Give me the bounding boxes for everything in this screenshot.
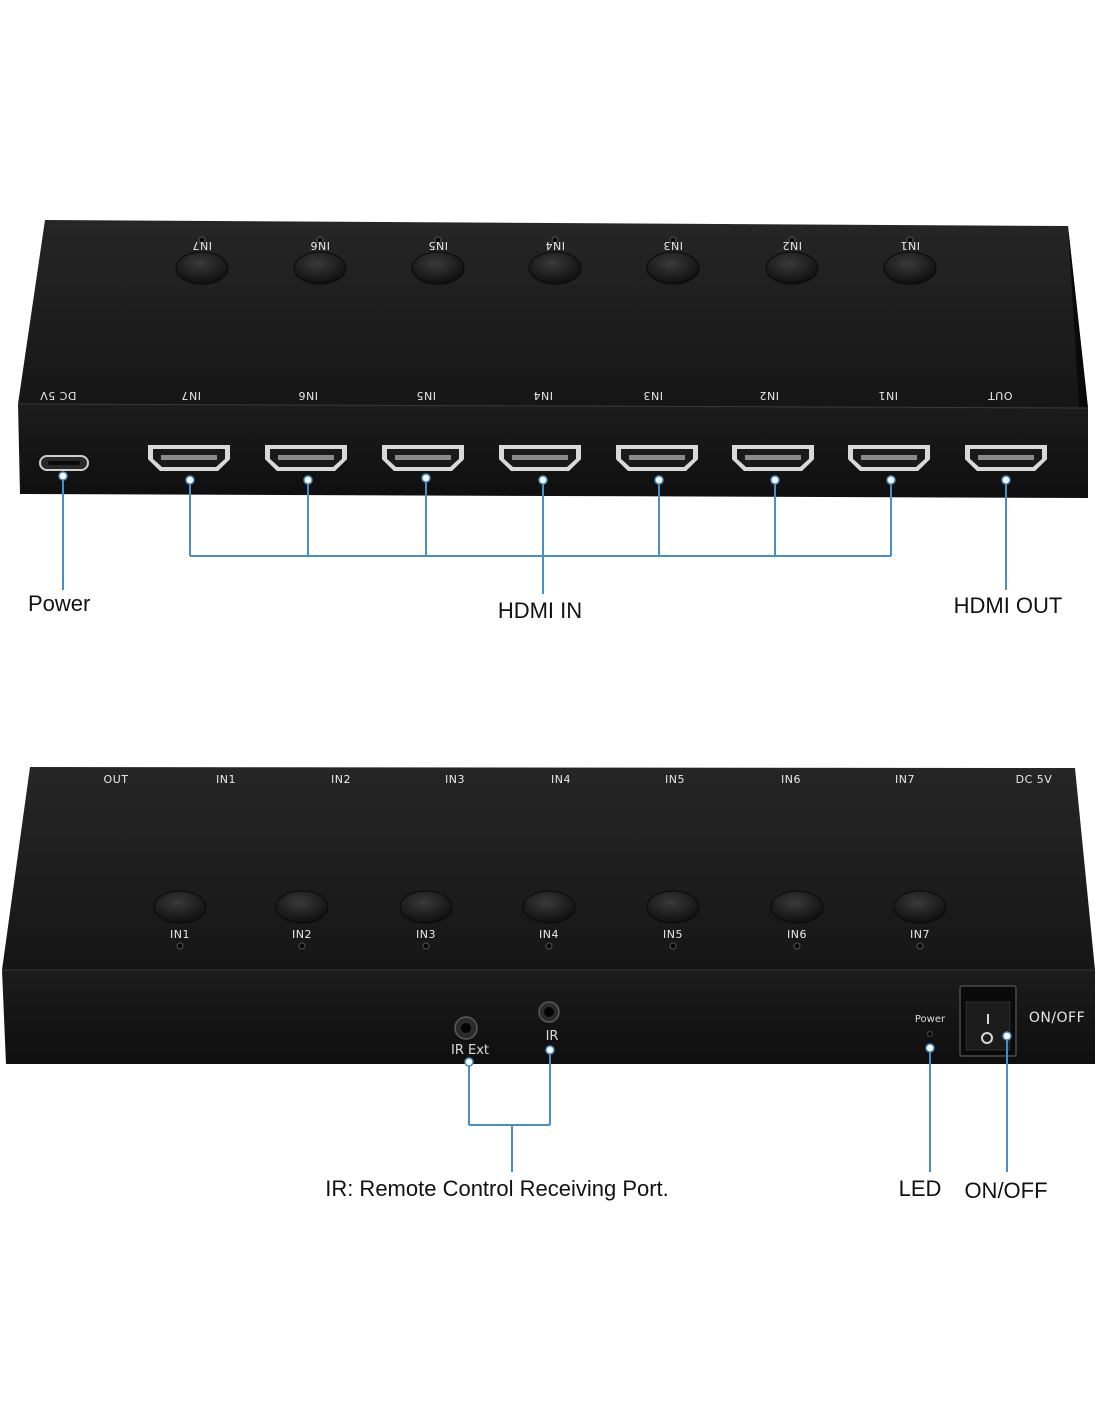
top-port-label-in4: IN4 [533,389,553,402]
top-port-label-in2: IN2 [759,389,779,402]
top-port-label-in6: IN6 [298,389,318,402]
top-port-label-out: OUT [988,389,1013,402]
bottom-button-in7[interactable] [893,890,947,950]
bottom-button-label: IN2 [292,928,312,941]
top-button-label: IN7 [192,239,212,252]
bottom-top-label-in1: IN1 [216,773,236,786]
bottom-button-label: IN5 [663,928,683,941]
bottom-button-in4[interactable] [522,890,576,950]
top-port-label-in5: IN5 [416,389,436,402]
bottom-button-label: IN7 [910,928,930,941]
callout-on-off: ON/OFF [964,1178,1047,1203]
top-button-in4[interactable] [528,236,582,285]
callout-hdmi-out: HDMI OUT [954,593,1063,618]
ir-ext-jack[interactable] [454,1016,478,1040]
bottom-top-label-out: OUT [104,773,129,786]
ir-label: IR [546,1029,559,1044]
bottom-button-in1[interactable] [153,890,207,950]
top-button-label: IN2 [782,239,802,252]
on-off-rocker-switch[interactable] [959,985,1017,1057]
hdmi-port-in4[interactable] [499,445,581,471]
bottom-top-label-in5: IN5 [665,773,685,786]
top-button-label: IN5 [428,239,448,252]
bottom-button-label: IN6 [787,928,807,941]
top-button-in2[interactable] [765,236,819,285]
power-led-label: Power [915,1014,946,1025]
hdmi-port-in6[interactable] [265,445,347,471]
bottom-button-in5[interactable] [646,890,700,950]
hdmi-port-in2[interactable] [732,445,814,471]
bottom-button-label: IN1 [170,928,190,941]
hdmi-port-in3[interactable] [616,445,698,471]
top-port-label-in7: IN7 [181,389,201,402]
top-leader-lines [58,471,1011,594]
ir-ext-label: IR Ext [451,1043,489,1058]
top-button-label: IN3 [663,239,683,252]
bottom-top-label-in2: IN2 [331,773,351,786]
top-button-in6[interactable] [293,236,347,285]
bottom-button-in2[interactable] [275,890,329,950]
callout-hdmi-in: HDMI IN [498,598,582,623]
top-button-label: IN4 [545,239,565,252]
hdmi-port-in1[interactable] [848,445,930,471]
top-button-label: IN6 [310,239,330,252]
top-button-in5[interactable] [411,236,465,285]
callout-ir: IR: Remote Control Receiving Port. [325,1176,669,1201]
bottom-device-top-face [2,767,1095,970]
top-button-in1[interactable] [883,236,937,285]
bottom-button-in3[interactable] [399,890,453,950]
hdmi-port-in5[interactable] [382,445,464,471]
callout-power: Power [28,591,90,616]
hdmi-port-in7[interactable] [148,445,230,471]
bottom-top-label-in4: IN4 [551,773,571,786]
top-port-label-in1: IN1 [878,389,898,402]
top-port-label-dc-5v: DC 5V [40,389,77,402]
bottom-button-label: IN3 [416,928,436,941]
hdmi-port-out[interactable] [965,445,1047,471]
bottom-top-label-in3: IN3 [445,773,465,786]
bottom-button-in6[interactable] [770,890,824,950]
top-port-label-in3: IN3 [643,389,663,402]
top-button-in3[interactable] [646,236,700,285]
usb-c-power-port[interactable] [39,455,89,471]
on-off-device-label: ON/OFF [1029,1010,1085,1026]
ir-receiver-window [538,1001,560,1023]
power-led [927,1031,933,1037]
bottom-top-label-dc-5v: DC 5V [1016,773,1053,786]
top-button-in7[interactable] [175,236,229,285]
bottom-top-label-in6: IN6 [781,773,801,786]
bottom-leader-lines [464,1031,1012,1172]
bottom-button-label: IN4 [539,928,559,941]
callout-led: LED [899,1176,942,1201]
top-device-top-face [18,220,1088,408]
top-button-label: IN1 [900,239,920,252]
bottom-top-label-in7: IN7 [895,773,915,786]
